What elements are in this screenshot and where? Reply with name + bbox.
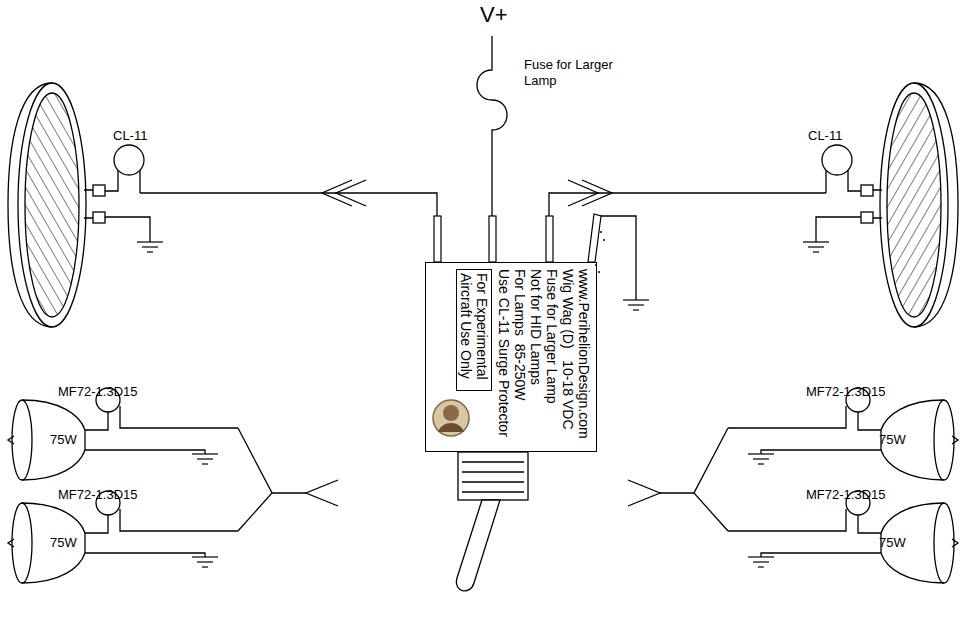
- portrait-badge-part: [433, 400, 469, 436]
- wires-part: [628, 480, 660, 506]
- module-terminals-part: [588, 214, 601, 262]
- wiring-illustration-part: [728, 388, 958, 480]
- module-text-panel: www.PerihelionDesign.comWig Wag (D) 10-1…: [456, 269, 592, 449]
- module-terminals-part: [434, 216, 441, 262]
- toggle-switch-part: [462, 462, 524, 492]
- module-marking: Wig Wag (D) 10-18 VDC: [560, 269, 576, 449]
- fuse-note: Fuse for Larger Lamp: [524, 57, 616, 89]
- portrait-badge: [433, 400, 469, 436]
- part-label: MF72-1.3D15: [806, 487, 885, 503]
- part-label: CL-11: [808, 128, 842, 144]
- wiring-illustration-part: [8, 388, 238, 480]
- wires-part: [238, 428, 272, 531]
- wiring-illustration-part: [803, 83, 958, 327]
- wiring-illustration-part: [8, 491, 238, 583]
- wires-part: [272, 492, 306, 493]
- module-terminals-part: [489, 216, 496, 262]
- module-marking: Fuse for Larger Lamp: [544, 269, 560, 449]
- control-module: www.PerihelionDesign.comWig Wag (D) 10-1…: [425, 262, 597, 452]
- warning-box: For Experimental Aircraft Use Only: [456, 269, 492, 391]
- wires-part: [694, 428, 728, 531]
- toggle-switch-part: [456, 500, 500, 591]
- portrait-badge-part: [438, 423, 464, 432]
- wires-part: [598, 216, 636, 300]
- wiring-illustration-part: [623, 300, 649, 310]
- part-label: MF72-1.3D15: [806, 384, 885, 400]
- wires-part: [568, 180, 612, 206]
- wattage-label: 75W: [879, 432, 906, 448]
- module-marking: Use CL-11 Surge Protector: [496, 269, 512, 449]
- wires-part: [660, 492, 694, 493]
- wires-part: [477, 36, 507, 216]
- toggle-switch-part: [458, 452, 528, 500]
- part-label: MF72-1.3D15: [58, 384, 137, 400]
- module-marking: www.PerihelionDesign.com: [576, 269, 592, 449]
- wiring-illustration-part: [728, 491, 958, 583]
- wires: [140, 36, 826, 531]
- module-terminals: [434, 214, 605, 272]
- module-marking: Not for HID Lamps: [528, 269, 544, 449]
- wires-part: [140, 193, 437, 216]
- wires-part: [322, 180, 366, 206]
- module-marking: For Lamps 85-250W: [512, 269, 528, 449]
- wattage-label: 75W: [50, 432, 77, 448]
- portrait-badge-part: [443, 405, 459, 421]
- toggle-switch: [456, 452, 528, 591]
- warning-text: For Experimental Aircraft Use Only: [458, 273, 490, 387]
- wattage-label: 75W: [50, 535, 77, 551]
- supply-label: V+: [480, 2, 508, 28]
- part-label: CL-11: [113, 128, 147, 144]
- module-terminals-part: [546, 216, 553, 262]
- wires-part: [306, 480, 338, 506]
- wiring-illustration-part: [8, 83, 163, 327]
- part-label: MF72-1.3D15: [58, 487, 137, 503]
- wattage-label: 75W: [879, 535, 906, 551]
